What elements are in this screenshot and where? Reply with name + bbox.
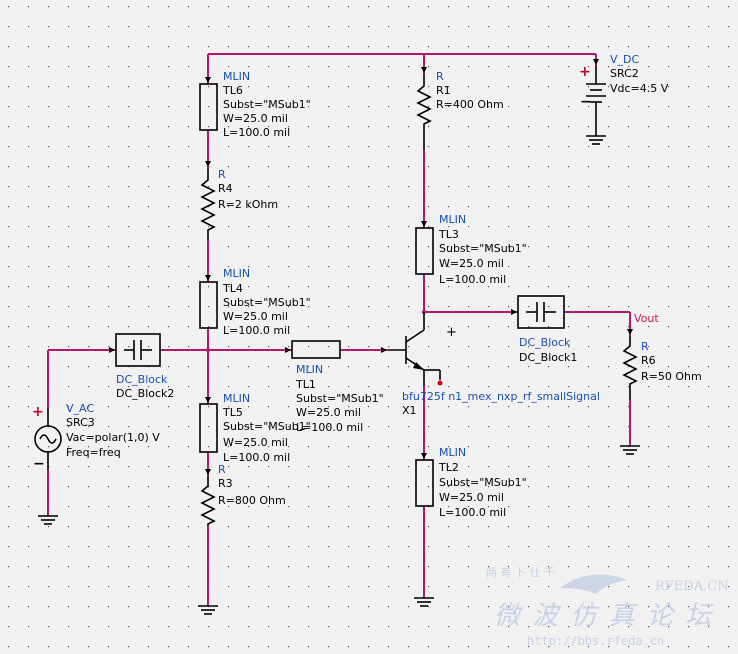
dc-block1-symbol[interactable]: [517, 295, 565, 329]
tl2-name: TL2: [438, 461, 459, 474]
r1-symbol[interactable]: [416, 74, 432, 150]
tl6-type: MLIN: [223, 70, 250, 83]
src3-type: V_AC: [66, 402, 94, 415]
src3-param2: Freq=freq: [66, 446, 121, 459]
r6-name: R6: [641, 354, 656, 367]
r1-name: R1: [436, 84, 451, 97]
tl5-subst: Subst="MSub1": [223, 420, 311, 433]
watermark-brand: RFEDA.CN: [655, 579, 729, 594]
tl5-width: W=25.0 mil: [223, 436, 288, 449]
r6-symbol[interactable]: [622, 336, 638, 400]
vdc-source-symbol[interactable]: [586, 66, 606, 132]
tl1-width: W=25.0 mil: [296, 406, 361, 419]
tl2-length: L=100.0 mil: [439, 506, 506, 519]
src2-name: SRC2: [610, 67, 639, 80]
tl2-type: MLIN: [439, 446, 466, 459]
tl4-subst: Subst="MSub1": [223, 296, 311, 309]
tl6-subst: Subst="MSub1": [223, 98, 311, 111]
r1-type: R: [436, 70, 444, 83]
tl5-length: L=100.0 mil: [223, 451, 290, 464]
tl3-symbol[interactable]: [415, 227, 434, 275]
src3-minus: −: [33, 456, 45, 472]
tl4-width: W=25.0 mil: [223, 310, 288, 323]
tl6-width: W=25.0 mil: [223, 112, 288, 125]
dc-block2-symbol[interactable]: [115, 333, 161, 367]
pin-arrow-icons: [109, 59, 633, 475]
src3-name: SRC3: [66, 416, 95, 429]
tl5-type: MLIN: [223, 392, 250, 405]
tl3-width: W=25.0 mil: [439, 257, 504, 270]
tl1-symbol[interactable]: [291, 340, 341, 359]
tl5-symbol[interactable]: [199, 403, 218, 453]
tl4-length: L=100.0 mil: [223, 324, 290, 337]
watermark-chinese-title: 微 波 仿 真 论 坛: [494, 601, 714, 631]
tl3-type: MLIN: [439, 213, 466, 226]
r1-value: R=400 Ohm: [436, 98, 504, 111]
dcb1-type: DC_Block: [519, 336, 571, 349]
ground-src2-icon: [586, 132, 606, 145]
r4-type: R: [218, 168, 226, 181]
tl6-name: TL6: [222, 84, 243, 97]
src2-param: Vdc=4.5 V: [610, 82, 669, 95]
tl3-length: L=100.0 mil: [439, 273, 506, 286]
src2-plus: +: [579, 64, 591, 80]
tl3-subst: Subst="MSub1": [439, 242, 527, 255]
r3-name: R3: [218, 477, 233, 490]
r4-name: R4: [218, 182, 233, 195]
vac-source-symbol[interactable]: [34, 408, 62, 470]
watermark: 两 有 卜 仕 千 RFEDA.CN 微 波 仿 真 论 坛 http://bb…: [486, 565, 729, 648]
x1-name: X1: [402, 404, 417, 417]
tl2-symbol[interactable]: [415, 459, 434, 507]
r6-value: R=50 Ohm: [641, 370, 702, 383]
tl4-type: MLIN: [223, 267, 250, 280]
r6-type: R: [641, 340, 649, 353]
r3-type: R: [218, 463, 226, 476]
watermark-left-text: 两 有 卜 仕 千: [486, 565, 555, 579]
tl2-subst: Subst="MSub1": [439, 476, 527, 489]
r3-value: R=800 Ohm: [218, 494, 286, 507]
vout-node-label: Vout: [634, 312, 659, 325]
tl4-name: TL4: [222, 282, 243, 295]
ground-icons: [38, 132, 640, 615]
src3-param1: Vac=polar(1,0) V: [66, 431, 160, 444]
tl6-length: L=100.0 mil: [223, 126, 290, 139]
watermark-bird-icon: [560, 574, 628, 594]
tl6-symbol[interactable]: [199, 83, 218, 131]
r4-symbol[interactable]: [200, 168, 216, 240]
tl5-name: TL5: [222, 406, 243, 419]
r4-value: R=2 kOhm: [218, 198, 278, 211]
tl4-symbol[interactable]: [199, 281, 218, 329]
dcb1-name: DC_Block1: [519, 351, 577, 364]
x1-model: bfu725f n1_mex_nxp_rf_smallSignal: [402, 390, 600, 403]
tl1-length: L=100.0 mil: [296, 421, 363, 434]
emitter-arrow-icon: [413, 362, 424, 370]
ground-tl2-icon: [414, 597, 434, 607]
src2-minus: −: [580, 94, 592, 110]
dcb2-type: DC_Block: [116, 373, 168, 386]
tl1-subst: Subst="MSub1": [296, 392, 384, 405]
ground-r6-icon: [620, 445, 640, 455]
substrate-pin-icon: [437, 380, 443, 386]
src3-plus: +: [32, 404, 44, 420]
tl1-name: TL1: [295, 378, 316, 391]
watermark-url: http://bbs.rfeda.cn: [527, 634, 664, 648]
dcb2-name: DC_Block2: [116, 387, 174, 400]
tl1-type: MLIN: [296, 363, 323, 376]
r3-symbol[interactable]: [200, 476, 216, 526]
x1-plus: +: [446, 325, 457, 340]
ground-r3-icon: [198, 605, 218, 615]
tl3-name: TL3: [438, 228, 459, 241]
ground-src3-icon: [38, 515, 58, 525]
src2-type: V_DC: [610, 53, 639, 66]
tl2-width: W=25.0 mil: [439, 491, 504, 504]
